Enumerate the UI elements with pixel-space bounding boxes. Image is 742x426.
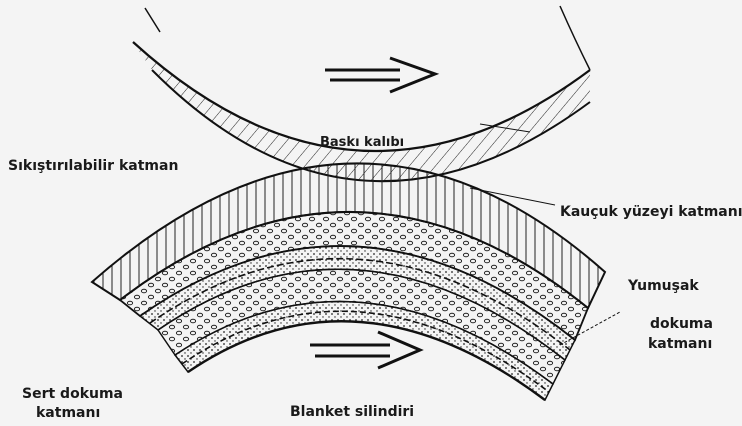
plate-cylinder	[133, 6, 590, 181]
plate-layer-band	[133, 42, 590, 181]
soft-fabric-label-3: katmanı	[648, 336, 712, 353]
soft-fabric-label-2: dokuma	[650, 316, 713, 333]
blanket-cylinder-label: Blanket silindiri	[290, 404, 414, 421]
blanket-rotation-arrow	[310, 332, 420, 368]
soft-fabric-label-1: Yumuşak	[628, 278, 699, 295]
hard-fabric-label-2: katmanı	[36, 405, 100, 422]
rubber-surface-layer-label: Kauçuk yüzeyi katmanı	[560, 204, 742, 221]
blanket-cylinder	[92, 163, 620, 400]
hard-fabric-label-1: Sert dokuma	[22, 386, 123, 403]
compressible-layer-label: Sıkıştırılabilir katman	[8, 158, 178, 175]
plate-label: Baskı kalıbı	[320, 134, 404, 151]
plate-rotation-arrow	[325, 58, 435, 92]
plate-cylinder-top-edge	[145, 6, 590, 70]
